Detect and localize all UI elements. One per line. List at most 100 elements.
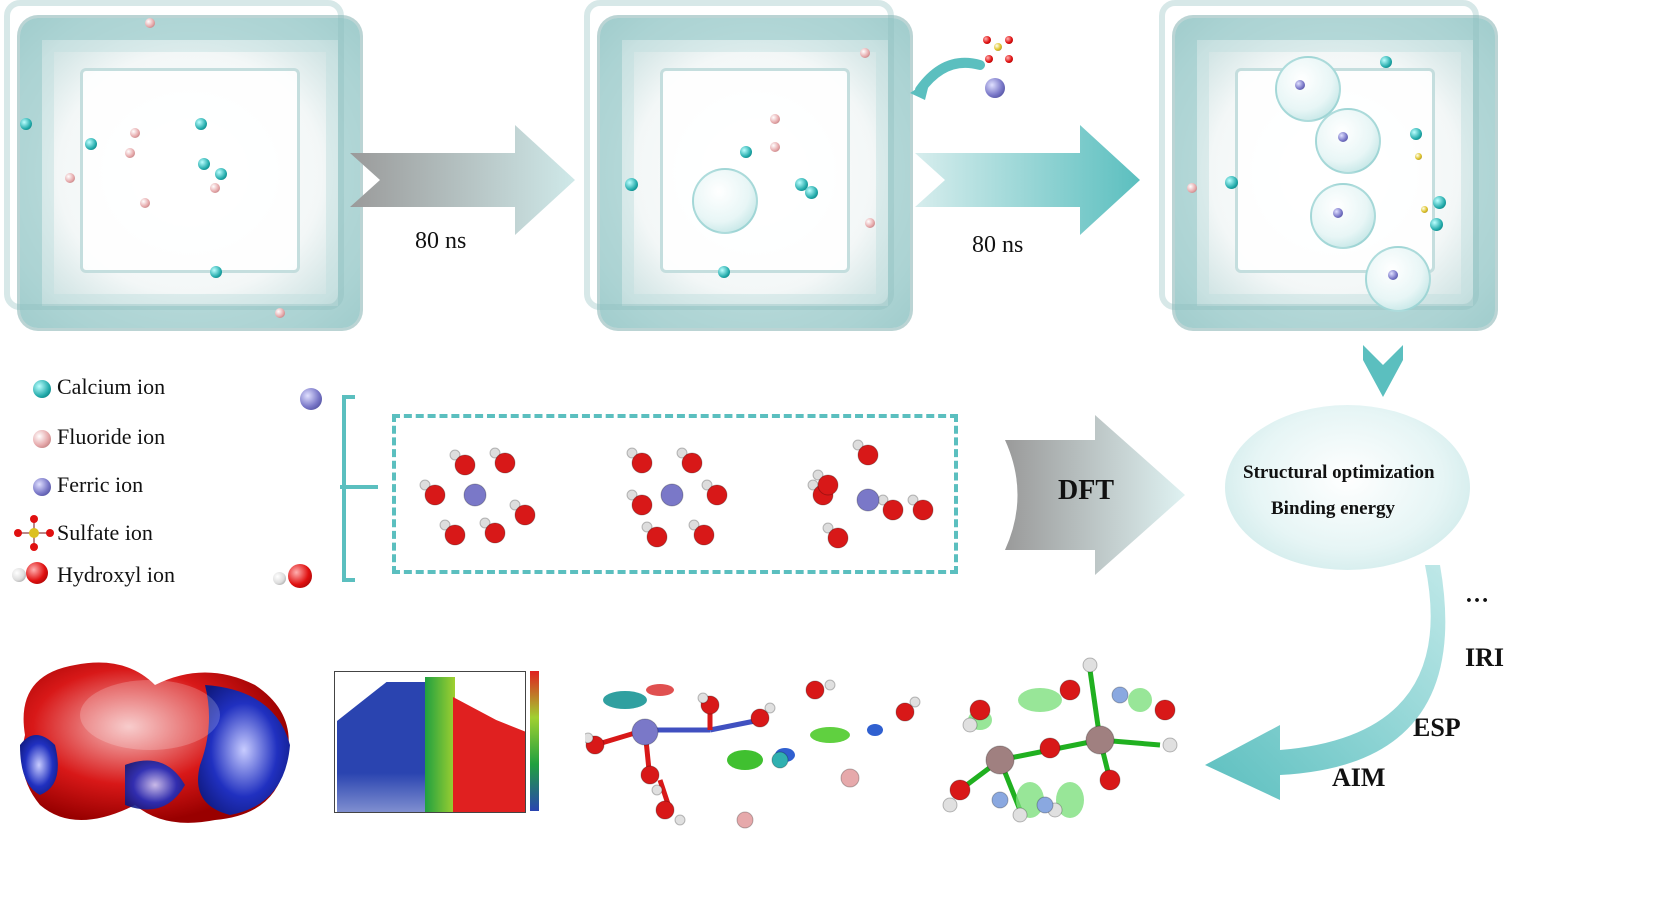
ferric-atom: [1388, 270, 1398, 280]
hydrogen-atom: [1162, 737, 1178, 753]
oxygen-atom: [1099, 769, 1121, 791]
hydrogen-atom: [907, 494, 919, 506]
hydrogen-atom: [812, 469, 824, 481]
fluoride-atom: [130, 128, 140, 138]
ellipse-line2: Binding energy: [1271, 498, 1396, 519]
ferric-atom: [463, 483, 487, 507]
fluoride-atom: [1187, 183, 1197, 193]
hydrated-ferric-complexes-box: [392, 414, 958, 574]
isosurface-blob: [1018, 688, 1062, 712]
arrow2-label: 80 ns: [972, 232, 1024, 258]
oxygen-atom: [750, 708, 770, 728]
hydrogen-atom: [651, 784, 663, 796]
oxygen-atom: [827, 527, 849, 549]
ferric-legend-icon: [33, 478, 51, 496]
ion-cluster-bubble: [692, 168, 758, 234]
simulation-box-initial: [4, 0, 360, 328]
oxygen-atom: [805, 680, 825, 700]
oxygen-atom: [706, 484, 728, 506]
hydroxyl-h-icon: [273, 572, 286, 585]
box-inner: [80, 68, 300, 273]
calcium-atom: [625, 178, 638, 191]
hydrogen-atom: [419, 479, 431, 491]
ion-cluster-bubble: [1275, 56, 1341, 122]
hydrogen-atom: [1012, 807, 1028, 823]
fluoride-atom: [991, 791, 1009, 809]
plot-blue-region: [337, 682, 427, 812]
calcium-atom: [1410, 128, 1422, 140]
fluoride-atom: [865, 218, 875, 228]
ferric-atom: [856, 488, 880, 512]
sulfate-oxygen-atom: [1005, 36, 1013, 44]
oxygen-atom: [912, 499, 934, 521]
oxygen-atom: [484, 522, 506, 544]
fluoride-atom: [840, 768, 860, 788]
isosurface-blob: [646, 684, 674, 696]
fluoride-atom: [65, 173, 75, 183]
box-inner: [660, 68, 850, 273]
fluoride-atom: [140, 198, 150, 208]
arrow1-label: 80 ns: [415, 228, 467, 254]
hydrogen-atom: [701, 479, 713, 491]
ellipse-line1: Structural optimization: [1243, 462, 1435, 483]
fluoride-atom: [1111, 686, 1129, 704]
hydrogen-atom: [626, 489, 638, 501]
oxygen-atom: [949, 779, 971, 801]
simulation-box-final: [1159, 0, 1495, 328]
method-aim: AIM: [1332, 763, 1386, 792]
ion-cluster-bubble: [1315, 108, 1381, 174]
box-back-face: [584, 0, 894, 310]
oxygen-atom: [693, 524, 715, 546]
fluoride-atom: [210, 183, 220, 193]
calcium-atom: [198, 158, 210, 170]
oxygen-atom: [640, 765, 660, 785]
ferric-atom: [1085, 725, 1115, 755]
calcium-atom: [1225, 176, 1238, 189]
plot-colorbar: [530, 671, 539, 811]
oxygen-atom: [655, 800, 675, 820]
plot-frame: [334, 671, 526, 813]
isosurface-blob: [1056, 782, 1084, 818]
calcium-atom: [718, 266, 730, 278]
calcium-atom: [740, 146, 752, 158]
curved-arrow-incoming: [910, 57, 985, 100]
legend-hydroxyl-label: Hydroxyl ion: [57, 562, 175, 587]
fluoride-atom: [275, 308, 285, 318]
calcium-atom: [215, 168, 227, 180]
dft-arrow: [1005, 415, 1185, 575]
oxygen-atom: [514, 504, 536, 526]
oxygen-atom: [631, 494, 653, 516]
hydrogen-atom: [674, 814, 686, 826]
oxygen-atom: [817, 474, 839, 496]
legend-calcium-label: Calcium ion: [57, 374, 166, 399]
oxygen-atom: [895, 702, 915, 722]
sulfate-oxygen-atom: [983, 36, 991, 44]
fluoride-legend-icon: [33, 430, 51, 448]
hydrogen-atom: [688, 519, 700, 531]
sulfate-legend-icon: [14, 515, 54, 551]
calcium-legend-icon: [33, 380, 51, 398]
hydrogen-atom: [697, 692, 709, 704]
calcium-atom: [795, 178, 808, 191]
legend-sulfate-label: Sulfate ion: [57, 520, 153, 545]
oxygen-atom: [857, 444, 879, 466]
isosurface-blob: [1128, 688, 1152, 712]
hydrogen-atom: [824, 679, 836, 691]
hydrogen-atom: [479, 517, 491, 529]
iri-isosurface-image: [585, 679, 921, 829]
hydrogen-atom: [942, 797, 958, 813]
plot-red-region: [453, 697, 525, 812]
plot-green-region: [425, 677, 455, 812]
fluoride-atom: [736, 811, 754, 829]
aim-topology-image: [942, 657, 1178, 823]
calcium-atom: [85, 138, 97, 150]
hydrogen-atom: [962, 717, 978, 733]
calcium-atom: [1430, 218, 1443, 231]
sulfate-oxygen-atom: [1005, 55, 1013, 63]
hydrogen-atom: [641, 521, 653, 533]
hydrogen-atom: [852, 439, 864, 451]
box-back-face: [1159, 0, 1479, 310]
hydrogen-atom: [449, 449, 461, 461]
hydrogen-atom: [439, 519, 451, 531]
oxygen-atom: [631, 452, 653, 474]
